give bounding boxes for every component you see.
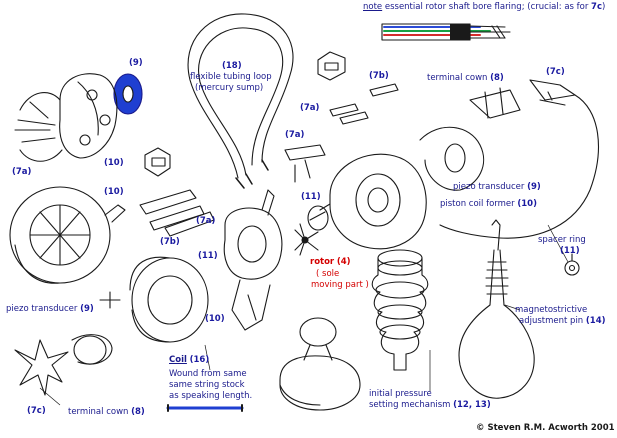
note-prefix: note (363, 2, 383, 12)
coil-text: Coil (169, 355, 187, 365)
label-7a-mid2: (7a) (285, 130, 305, 140)
label-11-center: (11) (301, 192, 321, 202)
rotor-text: rotor (310, 257, 335, 267)
note-suffix: ) (602, 2, 606, 12)
magnetostrictive-pin (458, 219, 535, 399)
left-coil (71, 256, 209, 365)
terminal-cown-top-text: terminal cown (427, 73, 488, 83)
terminal-cown-bottom-num: (8) (131, 407, 145, 417)
label-10-left: (10) (104, 158, 124, 168)
setting-mechanism (279, 317, 361, 411)
initial-line2-wrap: setting mechanism (12, 13) (369, 400, 491, 411)
note-text: essential rotor shaft bore flaring; (cru… (382, 2, 592, 12)
initial-line1: initial pressure (369, 389, 432, 399)
tubing-number: (18) (222, 61, 242, 71)
note-ref: 7c (591, 2, 602, 12)
label-11-left: (11) (198, 251, 218, 261)
piezo-right-num: (9) (527, 182, 541, 192)
pressure-bellows (371, 249, 429, 371)
tubing-line1: flexible tubing loop (190, 72, 272, 82)
label-7a-mid: (7a) (300, 103, 320, 113)
coil-desc3: as speaking length. (169, 391, 253, 401)
tubing-line2: (mercury sump) (195, 83, 264, 93)
coil-desc1: Wound from same (169, 369, 247, 379)
flexible-tubing-loop (187, 13, 294, 179)
coil-num: (16) (189, 355, 210, 365)
piston-coil-num: (10) (517, 199, 537, 209)
spacer-ring-right (564, 253, 580, 276)
spacer-ring-label: spacer ring (538, 235, 586, 245)
rotor-sub1: ( sole (316, 269, 340, 279)
label-7a-center: (7a) (196, 216, 216, 226)
label-10-left2: (10) (104, 187, 124, 197)
rotor-label: rotor (4) (310, 257, 351, 268)
rotor-star (294, 223, 319, 256)
label-7a-left: (7a) (12, 167, 32, 177)
label-7c-top: (7c) (546, 67, 565, 77)
center-right-assembly (307, 87, 521, 250)
magneto-num: (14) (585, 316, 606, 326)
left-piezo-assembly (9, 186, 126, 284)
initial-line2: setting mechanism (369, 400, 451, 410)
label-7c-bottom: (7c) (27, 406, 46, 416)
terminal-cown-bottom: terminal cown (8) (68, 407, 145, 418)
coil-stock (166, 404, 244, 412)
label-7b-left: (7b) (160, 237, 180, 247)
top-left-cown (14, 73, 118, 162)
spacer-ring-num: (11) (560, 246, 580, 256)
rotor-fixture (223, 189, 283, 331)
coil-label: Coil (16) (169, 355, 210, 366)
piezo-left-label: piezo transducer (9) (6, 304, 94, 315)
magneto-line2-wrap: adjustment pin (14) (519, 316, 606, 327)
clips-group (139, 189, 215, 237)
piezo-left-num: (9) (80, 304, 94, 314)
clips-top (329, 83, 399, 125)
piezo-left-text: piezo transducer (6, 304, 78, 314)
magneto-line1: magnetostrictive (515, 305, 588, 315)
ring-9-label: (9) (129, 58, 143, 68)
rotor-shaft-cable (381, 23, 511, 41)
clip-7c (529, 79, 576, 106)
coil-desc2: same string stock (169, 380, 245, 390)
hex-nut (144, 147, 171, 177)
terminal-cown-bottom-text: terminal cown (68, 407, 129, 417)
copyright: © Steven R.M. Acworth 2001 (476, 423, 615, 433)
blue-ring-9 (113, 73, 143, 115)
rotor-num: (4) (336, 257, 351, 267)
terminal-cown-top: terminal cown (8) (427, 73, 504, 84)
piezo-right-text: piezo transducer (453, 182, 525, 192)
note-label: note essential rotor shaft bore flaring;… (363, 2, 606, 13)
piezo-right-label: piezo transducer (9) (453, 182, 541, 193)
label-7b-top: (7b) (369, 71, 389, 81)
clip-7a-center (284, 144, 326, 183)
rotor-sub2: moving part ) (311, 280, 369, 290)
thin-wire (439, 94, 599, 239)
bottom-left-terminal-cown (14, 339, 69, 396)
small-nut-top (317, 51, 346, 81)
label-10-coil: (10) (205, 314, 225, 324)
piston-coil-label: piston coil former (10) (440, 199, 537, 210)
initial-num: (12, 13) (453, 400, 491, 410)
magneto-line2: adjustment pin (519, 316, 584, 326)
piston-coil-text: piston coil former (440, 199, 515, 209)
terminal-cown-top-num: (8) (490, 73, 504, 83)
